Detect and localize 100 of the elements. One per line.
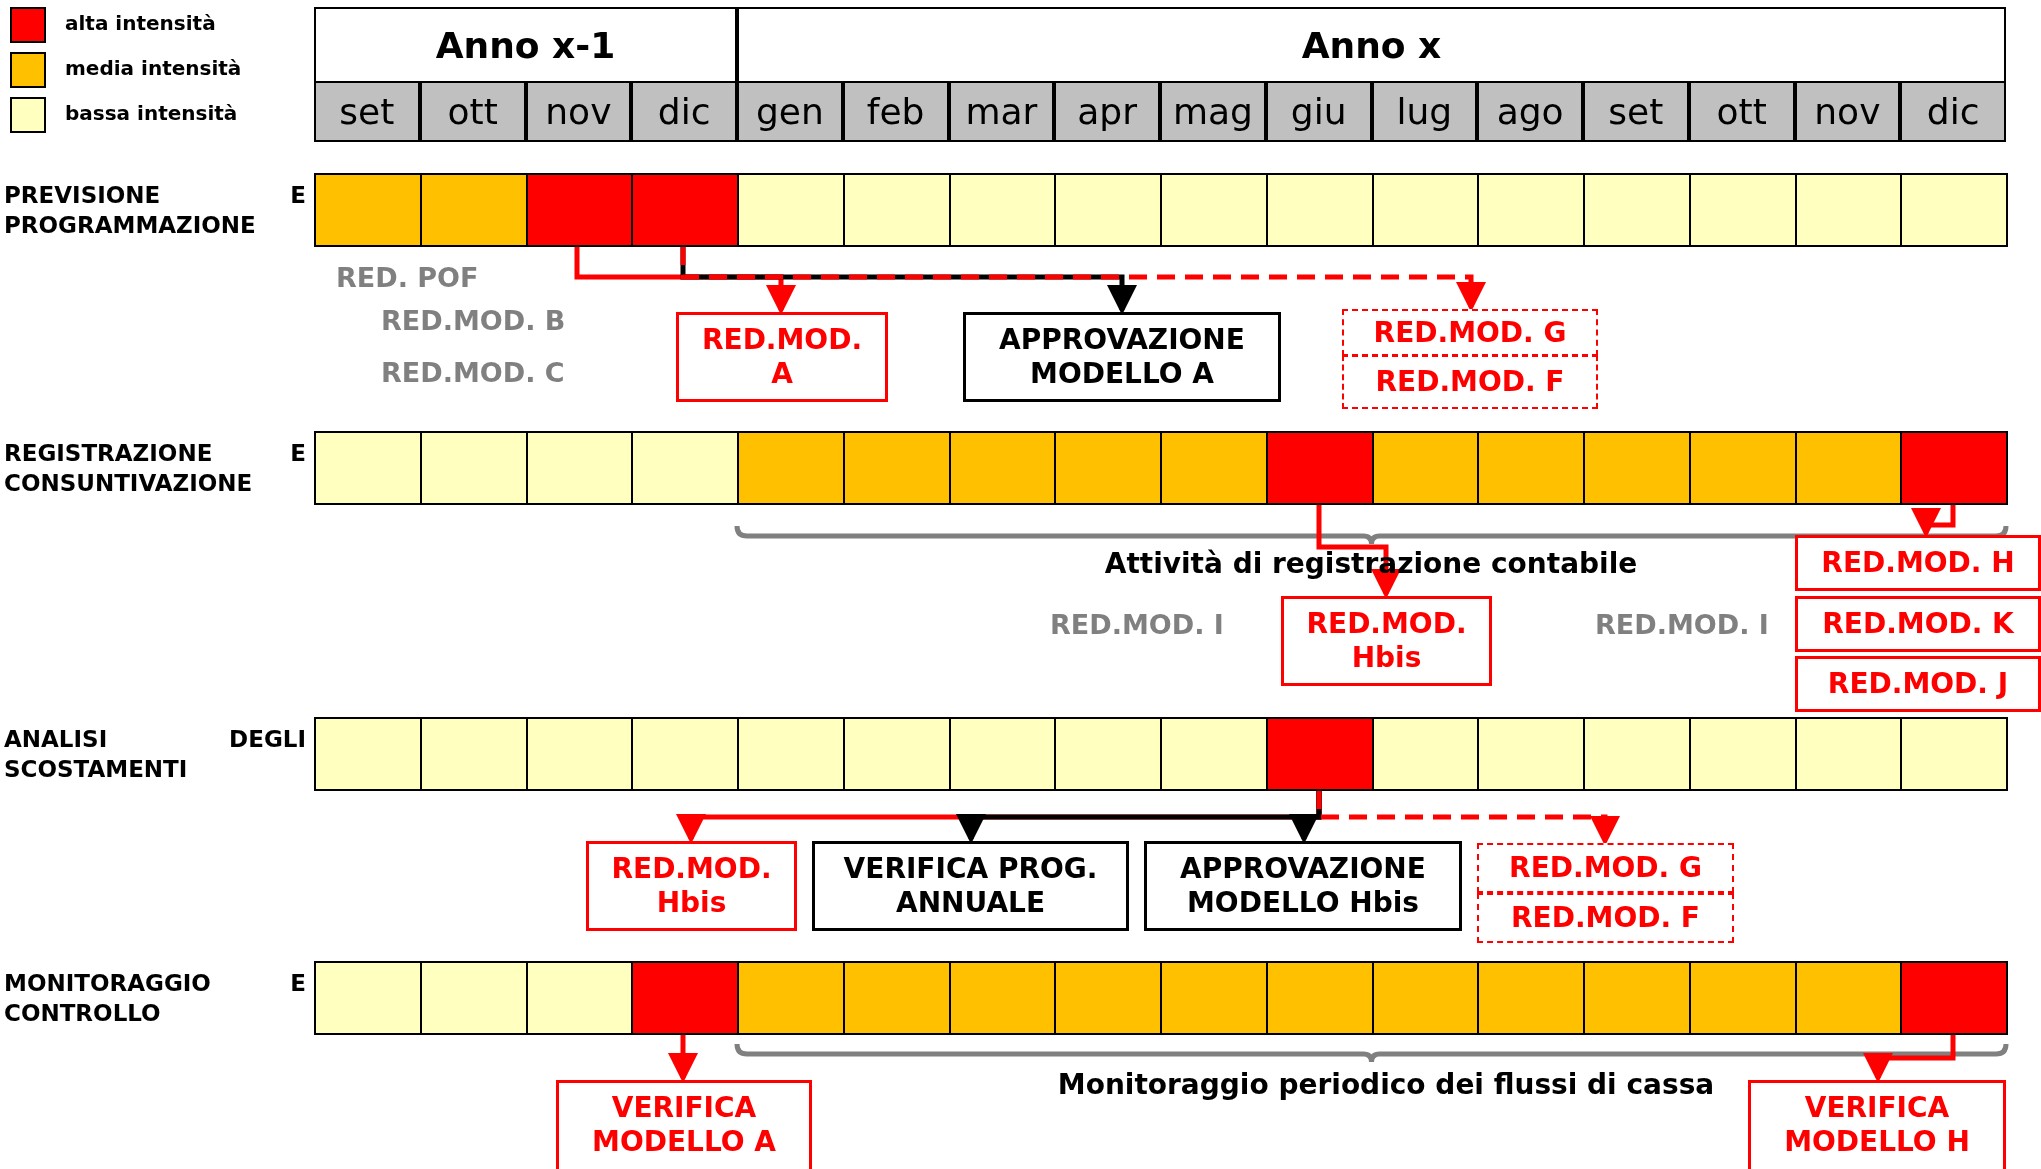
intensity-cell xyxy=(1900,717,2008,791)
intensity-cell xyxy=(1371,961,1480,1035)
form-box: RED.MOD. Hbis xyxy=(586,841,797,931)
month-header-cell: feb xyxy=(842,81,949,142)
intensity-cell xyxy=(419,431,528,505)
month-header-cell: mar xyxy=(948,81,1055,142)
intensity-cell xyxy=(419,717,528,791)
intensity-cell xyxy=(1900,961,2008,1035)
intensity-cell xyxy=(1054,961,1162,1035)
row-label: MONITORAGGIO E CONTROLLO xyxy=(4,969,306,1028)
form-box: VERIFICA MODELLO A xyxy=(556,1080,812,1169)
intensity-cell xyxy=(1265,717,1374,791)
intensity-cell xyxy=(1583,717,1691,791)
arrow xyxy=(1911,505,1956,538)
form-box: RED.MOD. Hbis xyxy=(1281,596,1492,686)
optional-form-box: RED.MOD. F xyxy=(1477,893,1734,943)
intensity-cell xyxy=(419,173,528,247)
legend-label: alta intensità xyxy=(65,11,216,35)
intensity-cell xyxy=(1160,173,1268,247)
month-header-cell: gen xyxy=(737,81,843,142)
intensity-cell xyxy=(737,717,845,791)
month-header-cell: nov xyxy=(525,81,632,142)
intensity-cell xyxy=(314,173,422,247)
arrow xyxy=(1863,1035,1956,1083)
month-header-cell: giu xyxy=(1265,81,1372,142)
year-header-cell: Anno x-1 xyxy=(314,7,737,83)
intensity-cell xyxy=(314,431,422,505)
form-label: RED.MOD. C xyxy=(381,357,565,388)
form-box: RED.MOD. H xyxy=(1795,535,2041,591)
intensity-cell xyxy=(1371,717,1480,791)
intensity-cell xyxy=(737,431,845,505)
intensity-cell xyxy=(631,431,739,505)
intensity-cell xyxy=(1794,717,1903,791)
intensity-cell xyxy=(1583,961,1691,1035)
intensity-cell xyxy=(1160,961,1268,1035)
arrow xyxy=(1316,791,1620,846)
form-label: RED. POF xyxy=(336,262,479,293)
intensity-cell xyxy=(631,961,739,1035)
optional-form-box: RED.MOD. G xyxy=(1342,309,1598,356)
intensity-cell xyxy=(314,717,422,791)
intensity-cell xyxy=(1054,717,1162,791)
intensity-cell xyxy=(631,717,739,791)
form-box: RED.MOD. A xyxy=(676,312,888,402)
optional-form-box: RED.MOD. G xyxy=(1477,843,1734,893)
intensity-cell xyxy=(1160,717,1268,791)
intensity-cell xyxy=(842,961,951,1035)
intensity-cell xyxy=(525,173,634,247)
form-label: RED.MOD. B xyxy=(381,305,566,336)
intensity-cell xyxy=(1900,431,2008,505)
intensity-cell xyxy=(1054,431,1162,505)
row-label: PREVISIONE E PROGRAMMAZIONE xyxy=(4,181,306,240)
intensity-cell xyxy=(1477,717,1585,791)
intensity-cell xyxy=(1371,431,1480,505)
intensity-cell xyxy=(1794,173,1903,247)
form-label: RED.MOD. I xyxy=(1050,609,1224,640)
optional-form-box: RED.MOD. F xyxy=(1342,355,1598,409)
month-header-cell: apr xyxy=(1054,81,1160,142)
intensity-cell xyxy=(525,961,634,1035)
intensity-cell xyxy=(1583,173,1691,247)
intensity-cell xyxy=(419,961,528,1035)
arrow xyxy=(668,1035,698,1083)
intensity-cell xyxy=(842,173,951,247)
intensity-cell xyxy=(1900,173,2008,247)
row-label: REGISTRAZIONE E CONSUNTIVAZIONE xyxy=(4,439,306,498)
intensity-cell xyxy=(948,173,1057,247)
form-box: APPROVAZIONE MODELLO A xyxy=(963,312,1281,402)
intensity-cell xyxy=(1477,961,1585,1035)
intensity-cell xyxy=(737,173,845,247)
month-header-cell: mag xyxy=(1160,81,1266,142)
intensity-cell xyxy=(1265,961,1374,1035)
form-box: RED.MOD. K xyxy=(1795,596,2041,652)
intensity-cell xyxy=(1794,431,1903,505)
bracket-caption: Monitoraggio periodico dei flussi di cassa xyxy=(1057,1068,1715,1101)
month-header-cell: dic xyxy=(1900,81,2006,142)
intensity-cell xyxy=(1477,431,1585,505)
intensity-cell xyxy=(314,961,422,1035)
month-header-cell: set xyxy=(314,81,420,142)
form-box: RED.MOD. J xyxy=(1795,656,2041,712)
legend-label: bassa intensità xyxy=(65,101,238,125)
intensity-cell xyxy=(842,431,951,505)
month-header-cell: ott xyxy=(1688,81,1795,142)
intensity-cell xyxy=(842,717,951,791)
intensity-cell xyxy=(1583,431,1691,505)
intensity-cell xyxy=(948,961,1057,1035)
legend-label: media intensità xyxy=(65,56,242,80)
intensity-cell xyxy=(525,717,634,791)
intensity-cell xyxy=(1265,431,1374,505)
intensity-cell xyxy=(1794,961,1903,1035)
intensity-cell xyxy=(1054,173,1162,247)
month-header-cell: lug xyxy=(1371,81,1478,142)
intensity-cell xyxy=(1477,173,1585,247)
row-label: ANALISI DEGLI SCOSTAMENTI xyxy=(4,725,306,784)
form-box: VERIFICA MODELLO H xyxy=(1748,1080,2006,1169)
intensity-cell xyxy=(737,961,845,1035)
intensity-cell xyxy=(948,717,1057,791)
intensity-cell xyxy=(1688,173,1797,247)
month-header-cell: nov xyxy=(1794,81,1901,142)
arrow xyxy=(574,247,796,315)
form-box: VERIFICA PROG. ANNUALE xyxy=(812,841,1129,931)
year-header-cell: Anno x xyxy=(737,7,2006,83)
